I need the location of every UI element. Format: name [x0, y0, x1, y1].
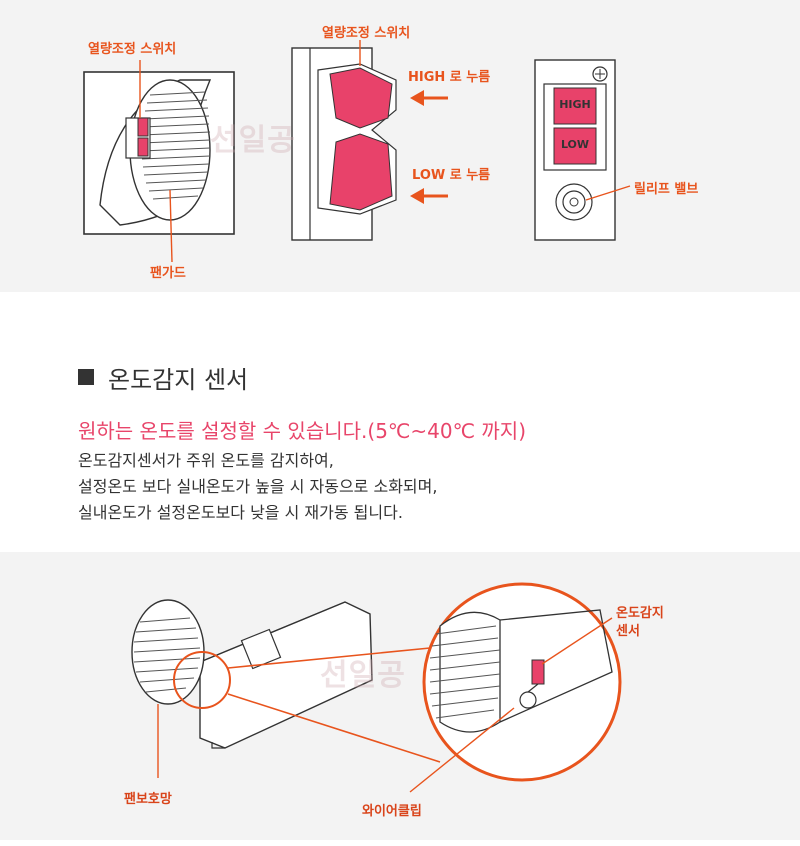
sensor-location-illustration: 선일공 온도감지 센서 팬보호망 와이어클립 [0, 552, 800, 840]
sensor-drawing [131, 582, 622, 793]
temperature-sensor-section: 온도감지 센서 원하는 온도를 설정할 수 있습니다.(5℃~40℃ 까지) 온… [78, 360, 758, 526]
temperature-range-highlight: 원하는 온도를 설정할 수 있습니다.(5℃~40℃ 까지) [78, 419, 527, 443]
description-line: 실내온도가 설정온도보다 낮을 시 재가동 됩니다. [78, 503, 403, 522]
label-wire-clip: 와이어클립 [362, 804, 422, 819]
heater-switch-illustration: 선일공 열량조정 스위치 열량조정 스위치 HIGH 로 누름 LOW 로 누름… [0, 0, 800, 292]
watermark: 선일공 [210, 123, 296, 158]
label-fan-mesh: 팬보호망 [124, 792, 172, 807]
label-switch-left: 열량조정 스위치 [88, 42, 177, 57]
square-bullet-icon [78, 369, 94, 385]
label-sensor-line2: 센서 [616, 624, 640, 639]
watermark: 선일공 [320, 658, 406, 693]
label-low-press: LOW 로 누름 [412, 168, 491, 183]
description-line: 설정온도 보다 실내온도가 높을 시 자동으로 소화되며, [78, 477, 438, 496]
label-high-press: HIGH 로 누름 [408, 70, 491, 85]
switch-low-text: LOW [560, 138, 590, 151]
description-line: 온도감지센서가 주위 온도를 감지하여, [78, 451, 334, 470]
label-switch-middle: 열량조정 스위치 [322, 26, 411, 41]
label-fan-guard: 팬가드 [150, 266, 186, 281]
label-sensor-line1: 온도감지 [616, 606, 664, 621]
heater-switch-drawing [83, 40, 631, 263]
label-relief-valve: 릴리프 밸브 [634, 182, 699, 197]
switch-high-text: HIGH [559, 98, 591, 111]
section-title: 온도감지 센서 [78, 360, 758, 394]
section-title-text: 온도감지 센서 [108, 365, 249, 394]
